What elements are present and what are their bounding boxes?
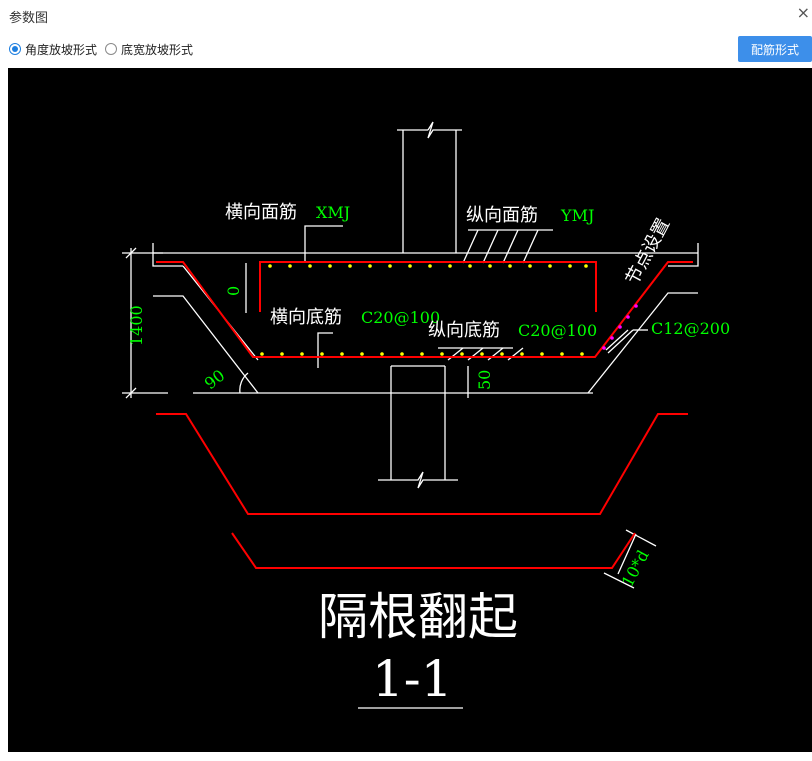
section-title: 隔根翻起 xyxy=(318,588,518,646)
node-marks xyxy=(602,304,638,350)
value-transverse-bottom: C20@100 xyxy=(361,308,440,327)
title-bar: 参数图 × xyxy=(0,0,812,32)
section-number: 1-1 xyxy=(372,650,453,708)
value-longitudinal-bottom: C20@100 xyxy=(518,321,597,340)
radio-checked-icon[interactable] xyxy=(9,43,21,55)
value-corner-bar: C12@200 xyxy=(651,319,730,338)
configure-rebar-button[interactable]: 配筋形式 xyxy=(738,36,812,62)
drawing-canvas: 横向面筋 XMJ 纵向面筋 YMJ 横向底筋 C20@100 纵向底筋 C20@… xyxy=(8,68,812,752)
rebar-dots xyxy=(260,264,588,356)
label-longitudinal-bottom: 纵向底筋 xyxy=(428,320,500,341)
dim-angle: 90 xyxy=(201,366,229,394)
label-transverse-bottom: 横向底筋 xyxy=(270,307,342,328)
radio-angle-slope[interactable]: 角度放坡形式 xyxy=(9,41,97,58)
close-icon[interactable]: × xyxy=(796,3,810,22)
dim-anchor: 10*d xyxy=(618,547,653,590)
structure-outline xyxy=(122,121,699,709)
label-node-setting[interactable]: 节点设置 xyxy=(622,215,674,288)
label-transverse-top: 横向面筋 xyxy=(225,202,297,223)
radio-unchecked-icon[interactable] xyxy=(105,43,118,55)
radio-width-slope[interactable]: 底宽放坡形式 xyxy=(105,41,193,58)
radio-width-slope-label: 底宽放坡形式 xyxy=(121,42,194,57)
radio-angle-slope-label: 角度放坡形式 xyxy=(25,42,98,57)
window-title: 参数图 xyxy=(9,11,49,26)
section-drawing: 横向面筋 XMJ 纵向面筋 YMJ 横向底筋 C20@100 纵向底筋 C20@… xyxy=(122,121,730,709)
value-transverse-top: XMJ xyxy=(316,203,350,222)
dim-bottom-cover: 50 xyxy=(475,370,494,390)
value-longitudinal-top: YMJ xyxy=(560,206,594,225)
drawing-labels: 横向面筋 XMJ 纵向面筋 YMJ 横向底筋 C20@100 纵向底筋 C20@… xyxy=(127,202,730,708)
label-longitudinal-top: 纵向面筋 xyxy=(466,205,538,226)
dim-cover: 0 xyxy=(224,286,243,296)
slope-type-options: 角度放坡形式 底宽放坡形式 xyxy=(9,40,201,58)
rebar-lines xyxy=(156,261,693,569)
dim-depth: 1400 xyxy=(127,305,146,346)
